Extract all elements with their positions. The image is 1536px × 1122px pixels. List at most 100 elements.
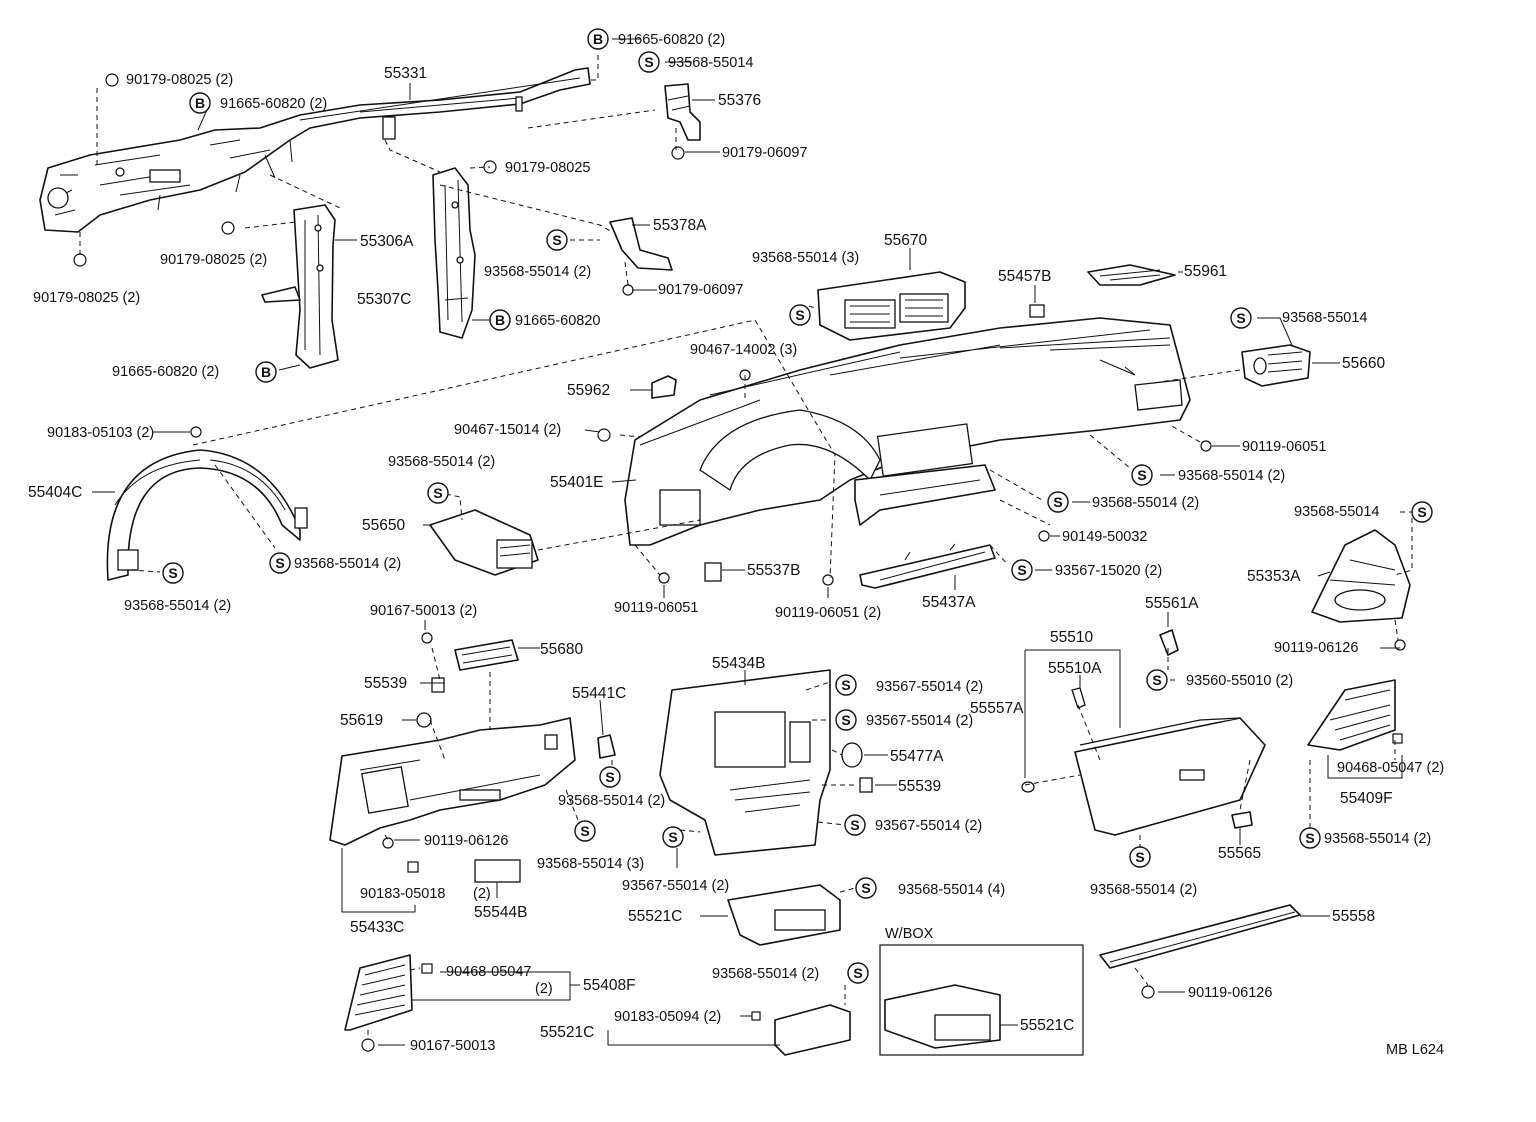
center-vent-55670	[817, 271, 966, 341]
label: 55521C	[540, 1024, 594, 1041]
label: W/BOX	[885, 926, 934, 942]
label: 90179-08025 (2)	[126, 72, 233, 88]
label: 55378A	[653, 217, 707, 234]
screw-symbol: S	[162, 562, 184, 584]
svg-text:S: S	[853, 965, 862, 981]
bracket-55378A	[609, 217, 673, 271]
instrument-panel-55401E	[624, 317, 1191, 546]
label: 93568-55014	[1282, 310, 1367, 326]
svg-text:S: S	[795, 307, 804, 323]
ring-55477A	[841, 742, 863, 768]
clip-55441C	[597, 734, 616, 759]
screw-symbol: S	[269, 552, 291, 574]
label: 93568-55014 (2)	[294, 556, 401, 572]
label: 93567-55014 (2)	[622, 878, 729, 894]
label: 55306A	[360, 233, 414, 250]
screw-symbol: S	[855, 877, 877, 899]
label: 55404C	[28, 484, 82, 501]
bracket-55353A	[1311, 529, 1411, 623]
label: 55408F	[583, 977, 636, 994]
svg-text:S: S	[668, 829, 677, 845]
symbol-markers: B S B S B B S S S S S S S S S S S S S S …	[162, 28, 1433, 984]
bolt-symbol: B	[189, 92, 211, 114]
duct-55404C	[106, 449, 308, 581]
svg-text:S: S	[1137, 467, 1146, 483]
tray-55521C-box	[884, 984, 1001, 1049]
clip-55539-b	[859, 777, 873, 793]
svg-text:S: S	[861, 880, 870, 896]
label: 93567-55014 (2)	[866, 713, 973, 729]
clip-55561A	[1159, 629, 1179, 656]
screw-symbol: S	[1146, 669, 1168, 691]
label: 93568-55014 (2)	[1324, 831, 1431, 847]
label: 55558	[1332, 908, 1375, 925]
bolt-symbol: B	[587, 28, 609, 50]
label: (2)	[473, 886, 491, 902]
label: 90167-50013	[410, 1038, 495, 1054]
svg-text:S: S	[552, 232, 561, 248]
part-55457B	[1029, 304, 1045, 318]
grille-55961	[1087, 264, 1176, 286]
svg-text:S: S	[1152, 672, 1161, 688]
bracket-55962	[651, 375, 677, 399]
label: 55962	[567, 382, 610, 399]
brace-55437A	[859, 543, 996, 589]
label: 55565	[1218, 845, 1261, 862]
label: (2)	[535, 981, 553, 997]
clip-55565	[1231, 811, 1253, 829]
label: 93567-55014 (2)	[876, 679, 983, 695]
svg-text:S: S	[1017, 562, 1026, 578]
label: 93568-55014 (4)	[898, 882, 1005, 898]
screw-symbol: S	[662, 826, 684, 848]
svg-text:S: S	[1236, 310, 1245, 326]
svg-text:S: S	[841, 712, 850, 728]
svg-text:S: S	[168, 565, 177, 581]
label: 93567-55014 (2)	[875, 818, 982, 834]
svg-text:B: B	[195, 95, 205, 111]
screw-symbol: S	[1011, 559, 1033, 581]
center-cluster-55434B	[659, 669, 831, 856]
label: 55510A	[1048, 660, 1102, 677]
label: 90149-50032	[1062, 529, 1147, 545]
svg-text:S: S	[644, 54, 653, 70]
cover-55544B	[474, 859, 521, 883]
svg-text:S: S	[275, 555, 284, 571]
label: 55376	[718, 92, 761, 109]
vent-55680	[454, 639, 519, 671]
screw-symbol: S	[1411, 501, 1433, 523]
label: 93568-55014 (2)	[558, 793, 665, 809]
brace-55306A	[261, 204, 339, 369]
grille-55409F	[1307, 679, 1396, 751]
label: 55660	[1342, 355, 1385, 372]
label: 55457B	[998, 268, 1051, 285]
label: 55539	[898, 778, 941, 795]
label: 55557A	[970, 700, 1024, 717]
label: 93568-55014 (3)	[537, 856, 644, 872]
svg-text:S: S	[605, 769, 614, 785]
label: 55650	[362, 517, 405, 534]
label: 55307C	[357, 291, 411, 308]
screw-symbol: S	[599, 766, 621, 788]
w-box-frame	[879, 944, 1084, 1056]
label: 55409F	[1340, 790, 1393, 807]
tray-55521C-b	[774, 1004, 851, 1056]
svg-text:S: S	[1053, 494, 1062, 510]
label: 93568-55014 (2)	[124, 598, 231, 614]
label: 55961	[1184, 263, 1227, 280]
label: 55353A	[1247, 568, 1301, 585]
label: 93568-55014 (3)	[752, 250, 859, 266]
label: 93568-55014 (2)	[484, 264, 591, 280]
label: 55680	[540, 641, 583, 658]
label: 55521C	[628, 908, 682, 925]
svg-text:S: S	[1135, 849, 1144, 865]
clip-55537B	[704, 562, 722, 582]
label: 90179-06097	[722, 145, 807, 161]
bracket-55376	[664, 83, 701, 141]
label: 90167-50013 (2)	[370, 603, 477, 619]
label: 55521C	[1020, 1017, 1074, 1034]
label: 91665-60820 (2)	[618, 32, 725, 48]
label: 90119-06126	[424, 833, 508, 849]
label: 55561A	[1145, 595, 1199, 612]
label: 55441C	[572, 685, 626, 702]
